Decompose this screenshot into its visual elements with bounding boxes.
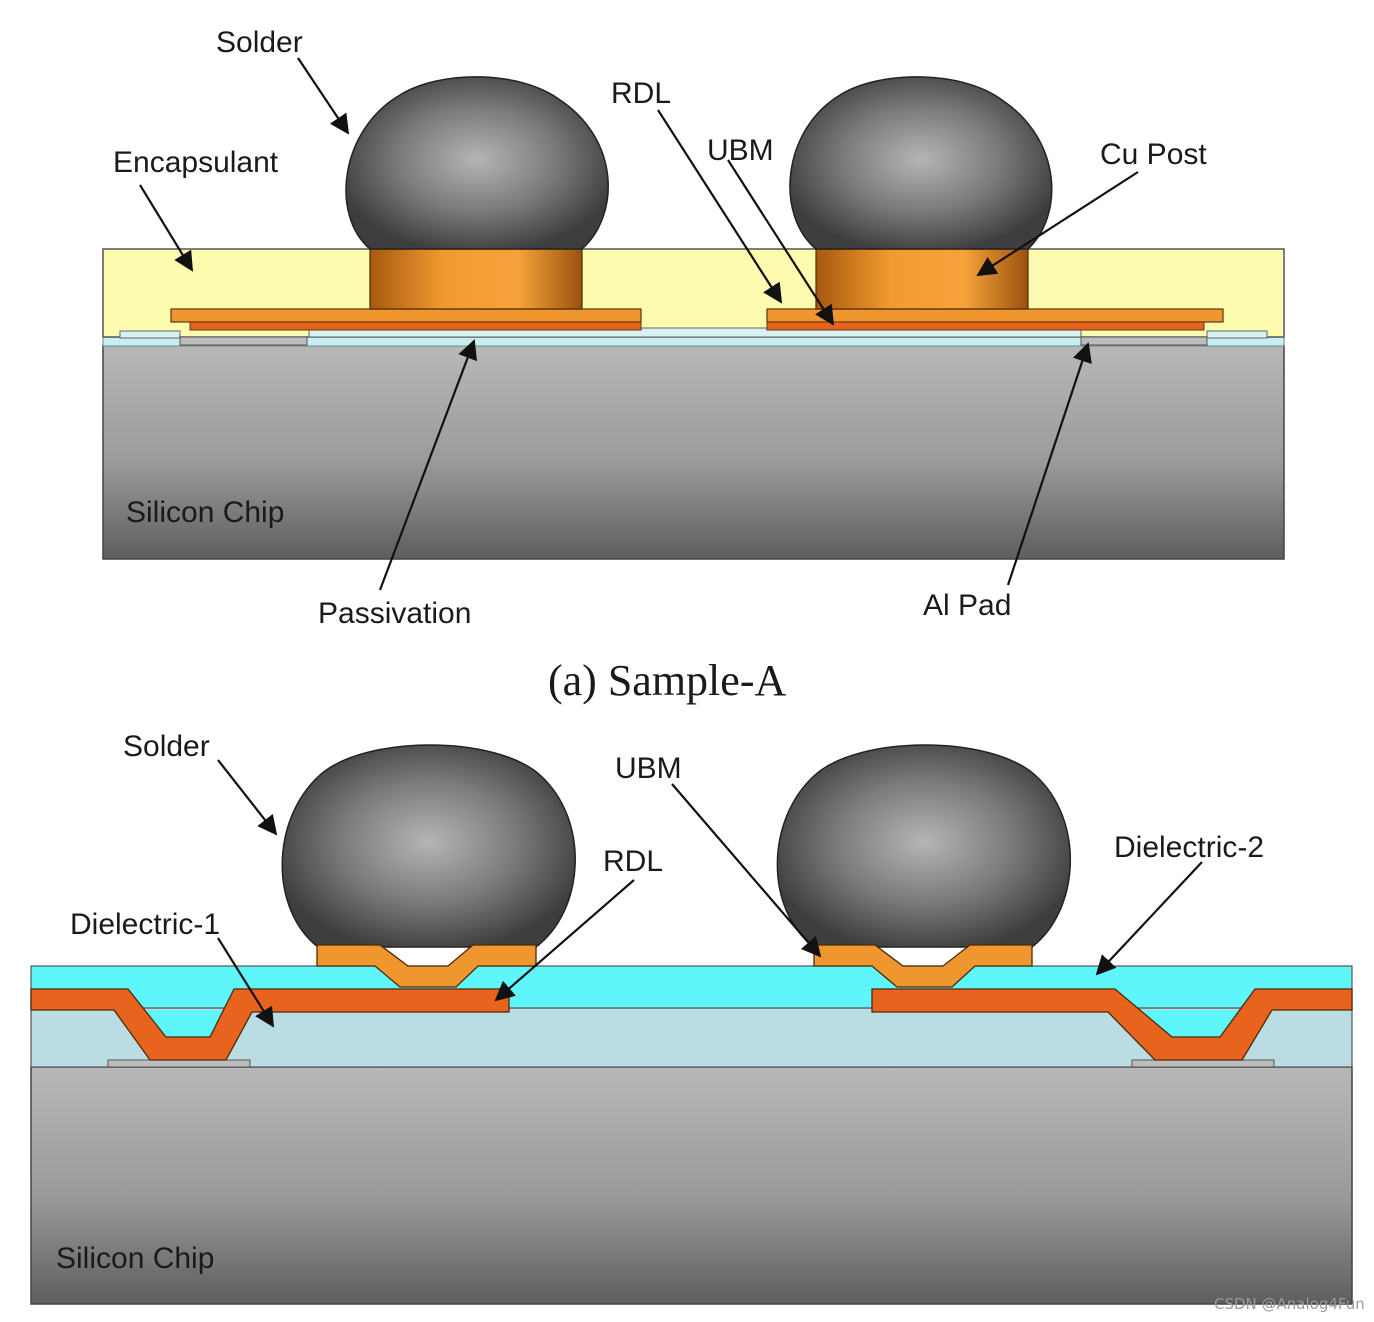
arrow-ubm-b	[671, 783, 822, 958]
cu-post-left	[369, 248, 583, 310]
sample-b-diagram: Solder UBM RDL Dielectric-2 Dielectric-1…	[30, 730, 1353, 1305]
arrow-cu-post	[976, 171, 1139, 277]
solder-ball-left-b	[281, 744, 576, 948]
caption-sample-a: (a) Sample-A	[548, 656, 786, 705]
label-silicon-chip-b: Silicon Chip	[56, 1242, 214, 1275]
al-pad-left-b	[107, 1059, 251, 1068]
label-encapsulant: Encapsulant	[113, 146, 279, 179]
solder-ball-right-a	[789, 76, 1053, 250]
passivation-edge-right	[1206, 330, 1268, 339]
label-ubm-b: UBM	[615, 752, 682, 785]
arrow-passivation	[378, 339, 477, 591]
label-solder-a: Solder	[216, 26, 303, 59]
label-ubm-a: UBM	[707, 134, 774, 167]
label-dielectric-2: Dielectric-2	[1114, 831, 1264, 864]
sample-a-diagram: Solder Encapsulant RDL UBM Cu Post Silic…	[102, 26, 1285, 705]
label-solder-b: Solder	[123, 730, 210, 763]
label-rdl-b: RDL	[603, 845, 663, 878]
label-rdl-a: RDL	[611, 77, 671, 110]
passivation-mid-a	[308, 327, 1082, 338]
ubm-right-b	[813, 944, 1033, 988]
label-passivation: Passivation	[318, 597, 471, 630]
cu-post-right	[815, 248, 1029, 310]
rdl-right-a	[766, 308, 1224, 323]
solder-ball-right-b	[776, 744, 1072, 948]
arrow-rdl-b	[494, 879, 635, 1002]
passivation-edge-left	[119, 330, 181, 339]
label-silicon-chip-a: Silicon Chip	[126, 496, 284, 529]
arrow-solder-b	[217, 759, 278, 836]
label-cu-post: Cu Post	[1100, 138, 1207, 171]
arrow-solder-a	[297, 57, 350, 135]
al-pad-left-a	[179, 336, 308, 346]
rdl-left-b	[30, 988, 510, 1061]
arrow-encapsulant	[139, 184, 194, 272]
arrow-ubm-a	[727, 159, 835, 326]
silicon-chip-b	[30, 1066, 1353, 1305]
arrow-rdl-a	[657, 109, 783, 304]
rdl-right-a-lower	[766, 321, 1205, 331]
arrow-dielectric-2	[1095, 861, 1203, 976]
watermark: CSDN @Analog4Fun	[1214, 1295, 1365, 1313]
label-dielectric-1: Dielectric-1	[70, 908, 220, 941]
rdl-right-b	[871, 988, 1353, 1061]
arrow-dielectric-1	[217, 937, 275, 1028]
al-pad-right-a	[1080, 336, 1208, 346]
arrow-al-pad	[1006, 342, 1092, 586]
rdl-left-a-lower	[189, 321, 642, 331]
silicon-chip-a	[102, 344, 1285, 560]
label-al-pad: Al Pad	[923, 589, 1011, 622]
rdl-left-a	[170, 308, 642, 323]
al-pad-right-b	[1131, 1059, 1275, 1068]
solder-ball-left-a	[345, 76, 609, 250]
